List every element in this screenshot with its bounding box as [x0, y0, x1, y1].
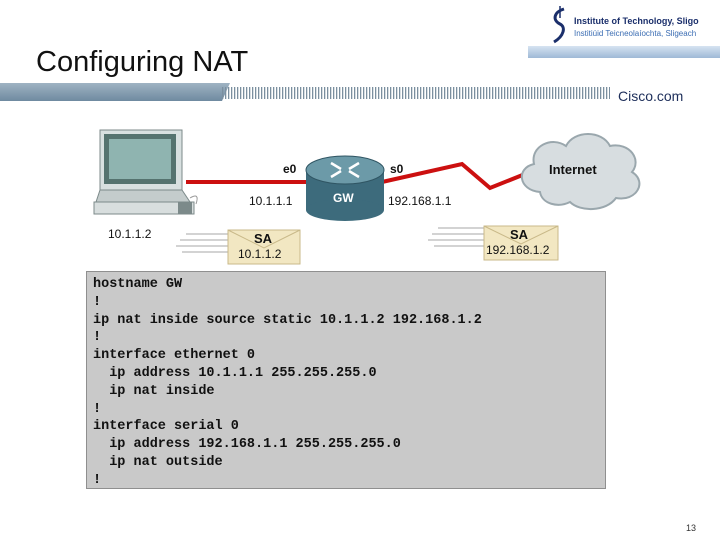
- internet-label: Internet: [549, 162, 597, 177]
- pc-icon: [93, 129, 198, 215]
- outside-ip-label: 192.168.1.1: [388, 194, 452, 208]
- header-band: [0, 83, 610, 101]
- inside-interface-label: e0: [283, 162, 297, 176]
- config-line: ip address 10.1.1.1 255.255.255.0: [93, 365, 377, 381]
- config-line: !: [93, 330, 102, 346]
- host-ip-label: 10.1.1.2: [108, 227, 152, 241]
- institute-name: Institute of Technology, Sligo: [574, 16, 699, 26]
- config-listing: hostname GW ! ip nat inside source stati…: [86, 271, 606, 489]
- slide-title: Configuring NAT: [36, 46, 249, 78]
- router-name-label: GW: [333, 191, 354, 205]
- config-line: ip address 192.168.1.1 255.255.255.0: [93, 437, 401, 453]
- outside-interface-label: s0: [390, 162, 404, 176]
- institute-name-irish: Institiúid Teicneolaíochta, Sligeach: [574, 29, 697, 38]
- config-line: !: [93, 401, 102, 417]
- config-line: hostname GW: [93, 277, 183, 292]
- serial-link: [381, 161, 541, 191]
- packet-outside-address: 192.168.1.2: [486, 243, 550, 257]
- router-icon: [305, 155, 385, 221]
- packet-envelope-inside: [227, 229, 301, 265]
- page-number: 13: [686, 523, 697, 533]
- packet-outside-sa-label: SA: [510, 227, 529, 242]
- config-line: ip nat inside: [93, 383, 215, 399]
- inside-ip-label: 10.1.1.1: [249, 194, 293, 208]
- institute-emblem-icon: [553, 6, 565, 44]
- config-line: !: [93, 472, 102, 488]
- packet-inside-address: 10.1.1.2: [238, 247, 282, 261]
- internet-cloud-icon: [521, 133, 641, 210]
- packet-motion-lines: [176, 227, 486, 253]
- cisco-brand: Cisco.com: [618, 88, 684, 104]
- logo-gradient-bar: [528, 46, 720, 58]
- network-diagram: [93, 129, 641, 265]
- config-line: interface serial 0: [93, 419, 239, 435]
- config-line: ip nat inside source static 10.1.1.2 192…: [93, 312, 482, 328]
- packet-envelope-outside: [483, 225, 559, 261]
- config-line: interface ethernet 0: [93, 348, 256, 364]
- config-line: ip nat outside: [93, 454, 223, 470]
- packet-inside-sa-label: SA: [254, 231, 273, 246]
- config-line: !: [93, 294, 102, 310]
